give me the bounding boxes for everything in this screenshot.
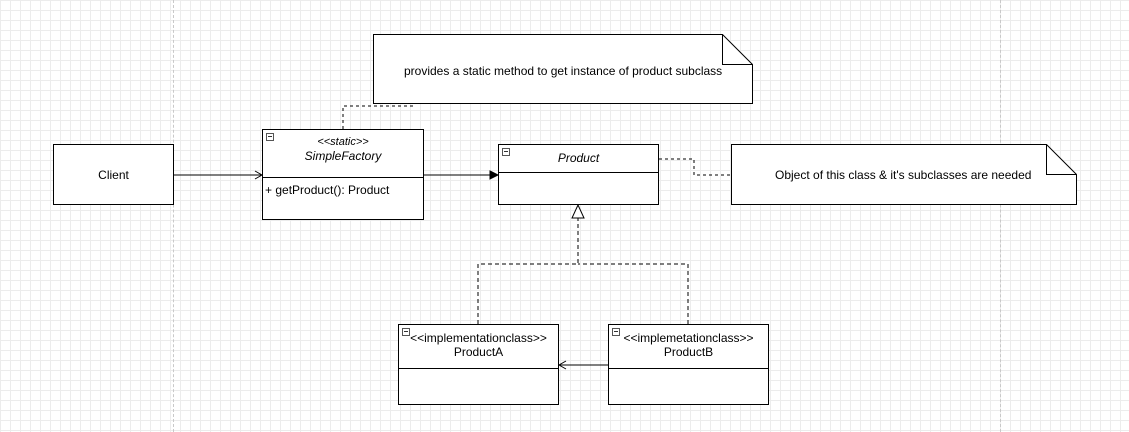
productb-to-producta-arrowhead [557,360,567,370]
product-b-name: ProductB [663,345,714,359]
factory-note-anchor [342,104,414,129]
realization-triangle [571,203,585,219]
page-break-line-left [173,0,174,432]
page-break-line-right [1000,0,1001,432]
note-shape [373,34,753,104]
product-a-class[interactable]: <<implementationclass>> ProductA [398,324,559,405]
product-class[interactable]: Product [498,144,659,205]
note-shape [731,144,1077,205]
product-note[interactable]: Object of this class & it's subclasses a… [731,144,1077,205]
simple-factory-class[interactable]: <<static>> SimpleFactory + getProduct():… [262,129,424,220]
product-note-text: Object of this class & it's subclasses a… [775,168,1032,182]
product-b-header: <<implemetationclass>> ProductB [609,325,768,369]
simple-factory-header: <<static>> SimpleFactory [263,130,423,178]
client-label: Client [98,167,129,182]
product-a-name: ProductA [453,345,504,359]
product-a-stereotype: <<implementationclass>> [410,331,547,345]
product-header: Product [499,145,658,173]
product-b-class[interactable]: <<implemetationclass>> ProductB [608,324,769,405]
collapse-icon[interactable] [502,148,510,156]
productb-realization-line [578,263,689,324]
factory-note[interactable]: provides a static method to get instance… [373,34,753,104]
collapse-icon[interactable] [402,328,410,336]
producta-realization-line [477,218,579,324]
collapse-icon[interactable] [266,133,274,141]
factory-note-text: provides a static method to get instance… [404,64,723,78]
collapse-icon[interactable] [612,328,620,336]
simple-factory-method: + getProduct(): Product [265,183,390,197]
product-note-anchor [659,158,731,176]
product-b-stereotype: <<implemetationclass>> [623,331,754,345]
factory-to-product-arrowhead [489,170,500,180]
simple-factory-name: SimpleFactory [304,149,382,163]
product-a-header: <<implementationclass>> ProductA [399,325,558,369]
product-name: Product [557,151,600,165]
client-box[interactable]: Client [53,144,174,205]
simple-factory-stereotype: <<static>> [317,136,369,148]
